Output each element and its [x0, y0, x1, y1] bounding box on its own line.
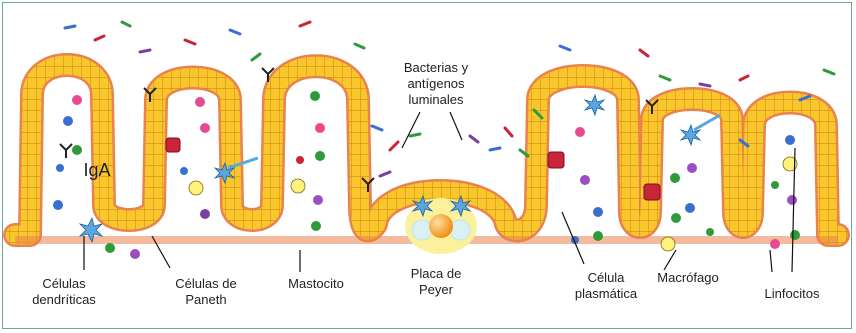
label-macrophage: Macrófago	[657, 270, 718, 285]
label-plasma-line1: Célula	[588, 270, 626, 285]
label-peyer-line1: Placa de	[411, 266, 462, 281]
label-paneth-line1: Células de	[175, 276, 236, 291]
label-lymphocytes: Linfocitos	[765, 286, 820, 301]
peyer-patch	[405, 198, 477, 254]
label-iga: IgA	[83, 160, 110, 180]
label-paneth-line2: Paneth	[185, 292, 226, 307]
label-peyer-line2: Peyer	[419, 282, 454, 297]
label-mast: Mastocito	[288, 276, 344, 291]
label-bacteria-line1: Bacterias y	[404, 60, 469, 75]
label-dendritic-line2: dendríticas	[32, 292, 96, 307]
label-bacteria-line2: antígenos	[407, 76, 465, 91]
label-plasma-line2: plasmática	[575, 286, 638, 301]
label-dendritic-line1: Células	[42, 276, 86, 291]
label-bacteria-line3: luminales	[409, 92, 464, 107]
